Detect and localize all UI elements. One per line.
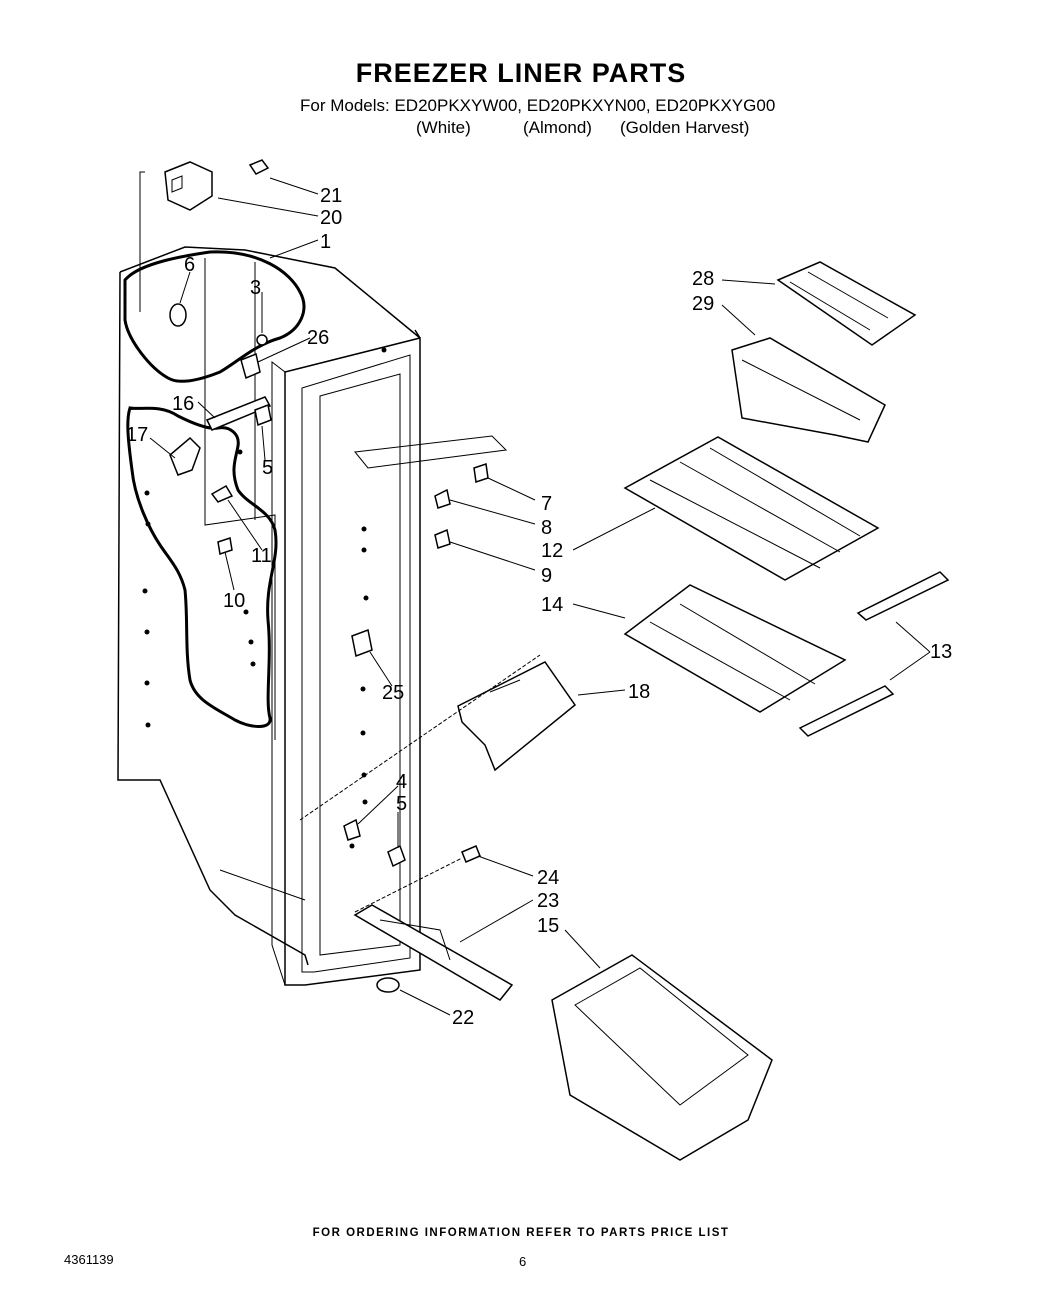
leader-lines: [149, 177, 931, 1016]
rod-16: [205, 396, 272, 431]
wire-shelf-12: [623, 436, 880, 581]
fastener-11: [210, 484, 234, 503]
callout-16: 16: [172, 393, 194, 415]
clip-26: [240, 352, 261, 380]
callout-28: 28: [692, 268, 714, 290]
callout-14: 14: [541, 594, 563, 616]
screw-3: [256, 334, 268, 346]
support-7: [473, 463, 489, 483]
callout-4: 4: [396, 771, 407, 793]
callout-21: 21: [320, 185, 342, 207]
callout-5-upper: 5: [262, 457, 273, 479]
page-number: 6: [519, 1254, 527, 1269]
callout-29: 29: [692, 293, 714, 315]
callout-23: 23: [537, 890, 559, 912]
callout-17: 17: [126, 424, 148, 446]
shelf-bracket-18: [457, 661, 577, 772]
variant-white: (White): [416, 118, 471, 137]
models-line: For Models: ED20PKXYW00, ED20PKXYN00, ED…: [300, 96, 776, 115]
wire-shelf-14: [623, 584, 847, 713]
shelf-rail-13-upper: [856, 571, 950, 621]
screw-5-upper: [254, 403, 272, 427]
freezer-liner: [117, 246, 421, 986]
support-8: [434, 488, 451, 509]
foot-22: [376, 977, 400, 993]
document-number: 4361139: [64, 1252, 114, 1267]
variant-almond: (Almond): [523, 118, 592, 137]
variant-golden-harvest: (Golden Harvest): [620, 118, 750, 137]
callout-6: 6: [184, 254, 195, 276]
ice-tray-28: [776, 261, 917, 346]
grommet-6: [169, 303, 187, 327]
bracket-17: [169, 436, 201, 476]
page-title: FREEZER LINER PARTS: [355, 58, 687, 88]
callout-13: 13: [930, 641, 952, 663]
ordering-note: FOR ORDERING INFORMATION REFER TO PARTS …: [312, 1227, 730, 1239]
screw-21: [248, 159, 270, 175]
fastener-10: [217, 537, 233, 555]
callout-11: 11: [251, 545, 272, 567]
callout-5-lower: 5: [396, 793, 407, 815]
callout-3: 3: [250, 277, 261, 299]
callout-18: 18: [628, 681, 650, 703]
screw-24: [461, 845, 481, 863]
callout-12: 12: [541, 540, 563, 562]
callout-7: 7: [541, 493, 552, 515]
screw-5-lower: [387, 844, 406, 868]
callout-9: 9: [541, 565, 552, 587]
thermostat-housing: [139, 161, 213, 312]
callout-24: 24: [537, 867, 559, 889]
shelf-rail-13-lower: [798, 685, 895, 737]
callout-26: 26: [307, 327, 329, 349]
bin-15: [551, 954, 773, 1161]
support-9: [434, 528, 451, 549]
ice-bin-29: [731, 337, 886, 443]
callout-1: 1: [320, 231, 331, 253]
callout-22: 22: [452, 1007, 474, 1029]
callout-10: 10: [223, 590, 245, 612]
callout-25: 25: [382, 682, 404, 704]
callout-8: 8: [541, 517, 552, 539]
clip-25: [351, 628, 373, 658]
slide-rail-23: [353, 904, 514, 1001]
callout-20: 20: [320, 207, 342, 229]
clip-4: [343, 818, 361, 841]
callout-15: 15: [537, 915, 559, 937]
